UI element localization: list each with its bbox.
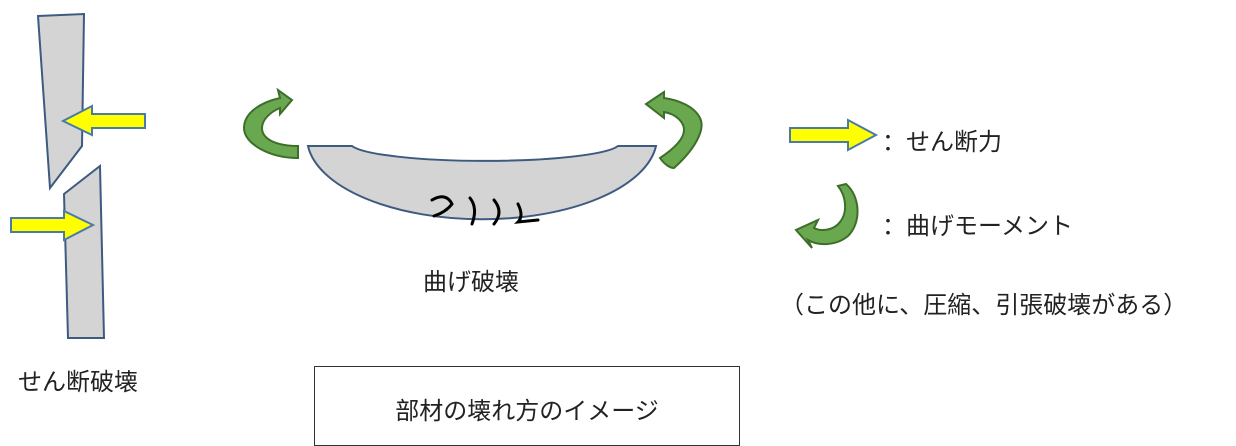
bending-moment-arrow-icon [242,87,299,160]
shear-force-arrow-icon [10,209,96,242]
crack-mark [513,202,540,224]
legend-shear-label: ：せん断力 [882,128,1002,156]
other-failure-note: （この他に、圧縮、引張破壊がある） [780,291,1188,319]
bending-moment-arrow-icon [644,90,703,170]
shear-failure-label: せん断破壊 [18,368,138,396]
caption-text: 部材の壊れ方のイメージ [395,397,659,425]
shear-force-arrow-icon [60,104,146,137]
legend-moment-arrow-icon [794,182,859,249]
legend-shear-arrow-icon [789,118,879,152]
failure-diagram [10,12,879,339]
bending-failure-label: 曲げ破壊 [423,268,519,296]
legend-moment-label: ：曲げモーメント [882,212,1074,240]
shear-member-upper [36,12,86,191]
crack-mark [468,196,477,226]
bending-member [306,145,658,221]
shear-member-lower [62,163,106,339]
crack-mark [492,198,501,226]
caption-box: 部材の壊れ方のイメージ [314,366,740,446]
crack-marks [430,195,540,226]
crack-mark [430,195,454,218]
